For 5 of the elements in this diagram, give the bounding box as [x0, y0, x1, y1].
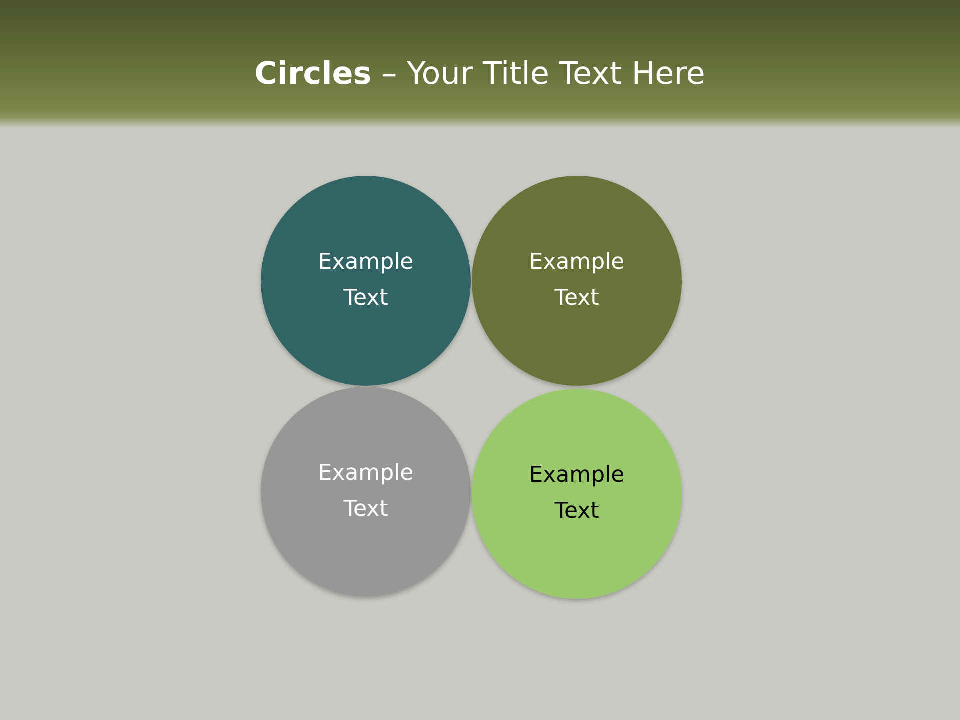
node-text: Example Text [528, 249, 626, 313]
slide-title: Circles – Your Title Text Here [254, 55, 706, 94]
node-text: Example Text [317, 460, 415, 524]
node-text: Example Text [528, 462, 626, 526]
node-text: Example Text [317, 249, 415, 313]
